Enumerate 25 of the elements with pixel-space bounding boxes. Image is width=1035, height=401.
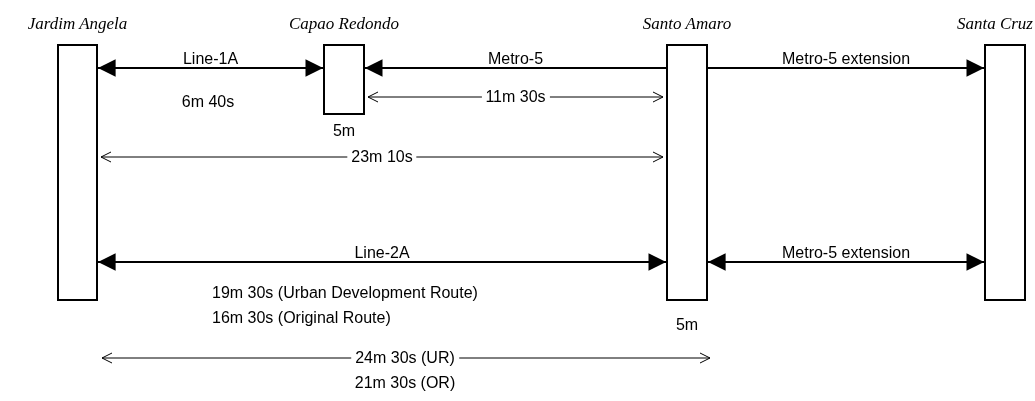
station-name: Capao Redondo <box>289 14 399 34</box>
station-name: Santa Cruz <box>956 14 1033 34</box>
line-name: Line-1A <box>182 50 239 68</box>
travel-time: 24m 30s (UR) <box>351 349 459 367</box>
travel-time: 6m 40s <box>181 93 235 111</box>
arrow <box>707 253 985 271</box>
station-bar <box>666 44 708 301</box>
line-name: Metro-5 <box>487 50 544 68</box>
arrow <box>97 253 667 271</box>
travel-time: 21m 30s (OR) <box>354 374 456 392</box>
line-name: Line-2A <box>354 244 410 262</box>
station-bar <box>323 44 365 115</box>
station-name: Santo Amaro <box>642 14 732 34</box>
dwell-time: 5m <box>332 122 356 140</box>
travel-time: 19m 30s (Urban Development Route) <box>212 284 478 302</box>
station-bar <box>984 44 1026 301</box>
station-name: Jardim Angela <box>27 14 128 34</box>
line-name: Metro-5 extension <box>781 50 911 68</box>
dwell-time: 5m <box>675 316 699 334</box>
station-bar <box>57 44 98 301</box>
arrow <box>97 59 324 77</box>
line-name: Metro-5 extension <box>781 244 911 262</box>
travel-time: 16m 30s (Original Route) <box>212 309 391 327</box>
arrow <box>364 59 667 77</box>
arrow <box>707 59 985 77</box>
